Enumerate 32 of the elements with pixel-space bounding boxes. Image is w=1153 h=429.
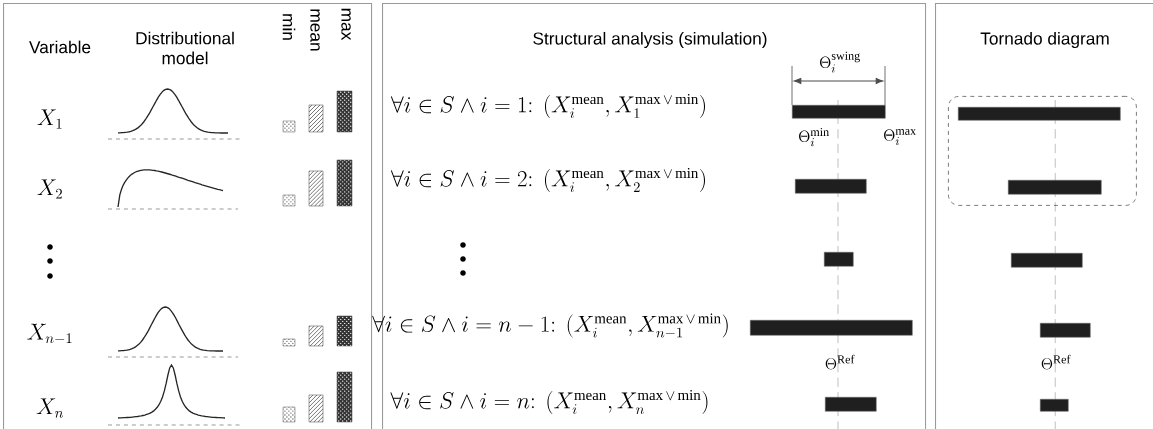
- bar: [1008, 180, 1102, 195]
- variable-label: $X_n$: [36, 398, 63, 418]
- case-formula: $\forall i \in S \wedge i = 2\colon\ \left(X_i^{\mathrm{mean}}, X_2^{\mathrm{max}\,\vee\,\mathrm{min}}\right)$: [390, 168, 705, 193]
- bar: [1040, 399, 1069, 412]
- reference-label: $\Theta^{\mathrm{Ref}}$: [1041, 354, 1071, 370]
- case-formula: $\forall i \in S \wedge i = n-1\colon\ \left(X_i^{\mathrm{mean}}, X_{n-1}^{\mathrm{max}\,\vee\,\mathrm{min}}\right)$: [372, 313, 728, 338]
- variable-label: $X_2$: [37, 179, 62, 199]
- column-heading: Variable: [29, 40, 91, 54]
- bar: [1040, 323, 1091, 338]
- column-heading: Distributional model: [136, 31, 234, 65]
- bar: [824, 252, 854, 267]
- bar: [825, 397, 877, 412]
- bar: [1011, 253, 1083, 268]
- max-label: $\Theta_i^{\mathrm{max}}$: [884, 129, 916, 146]
- panel-title: Structural analysis (simulation): [533, 31, 767, 49]
- column-heading: min: [282, 14, 296, 40]
- bar: [958, 107, 1121, 121]
- panel-title: Tornado diagram: [980, 31, 1109, 49]
- case-formula: $\forall i \in S \wedge i = n\colon\ \left(X_i^{\mathrm{mean}}, X_n^{\mathrm{max}\,\vee\,\mathrm{min}}\right)$: [390, 390, 708, 415]
- bar: [795, 179, 867, 194]
- min-label: $\Theta_i^{\mathrm{min}}$: [799, 128, 829, 147]
- case-formula: $\forall i \in S \wedge i = 1\colon\ \left(X_i^{\mathrm{mean}}, X_1^{\mathrm{max}\,\vee\,\mathrm{min}}\right)$: [390, 94, 705, 119]
- reference-label: $\Theta^{\mathrm{Ref}}$: [825, 354, 855, 370]
- panel-frame: [3, 3, 373, 429]
- column-heading: max: [341, 8, 351, 41]
- variable-label: $X_{n-1}$: [27, 323, 72, 344]
- highlight-box: [948, 96, 1137, 206]
- bar: [750, 320, 913, 336]
- variable-label: $X_1$: [37, 109, 62, 129]
- bar: [792, 105, 886, 119]
- swing-label: $\Theta_i^{\mathrm{swing}}$: [820, 51, 860, 73]
- column-heading: mean: [310, 9, 320, 51]
